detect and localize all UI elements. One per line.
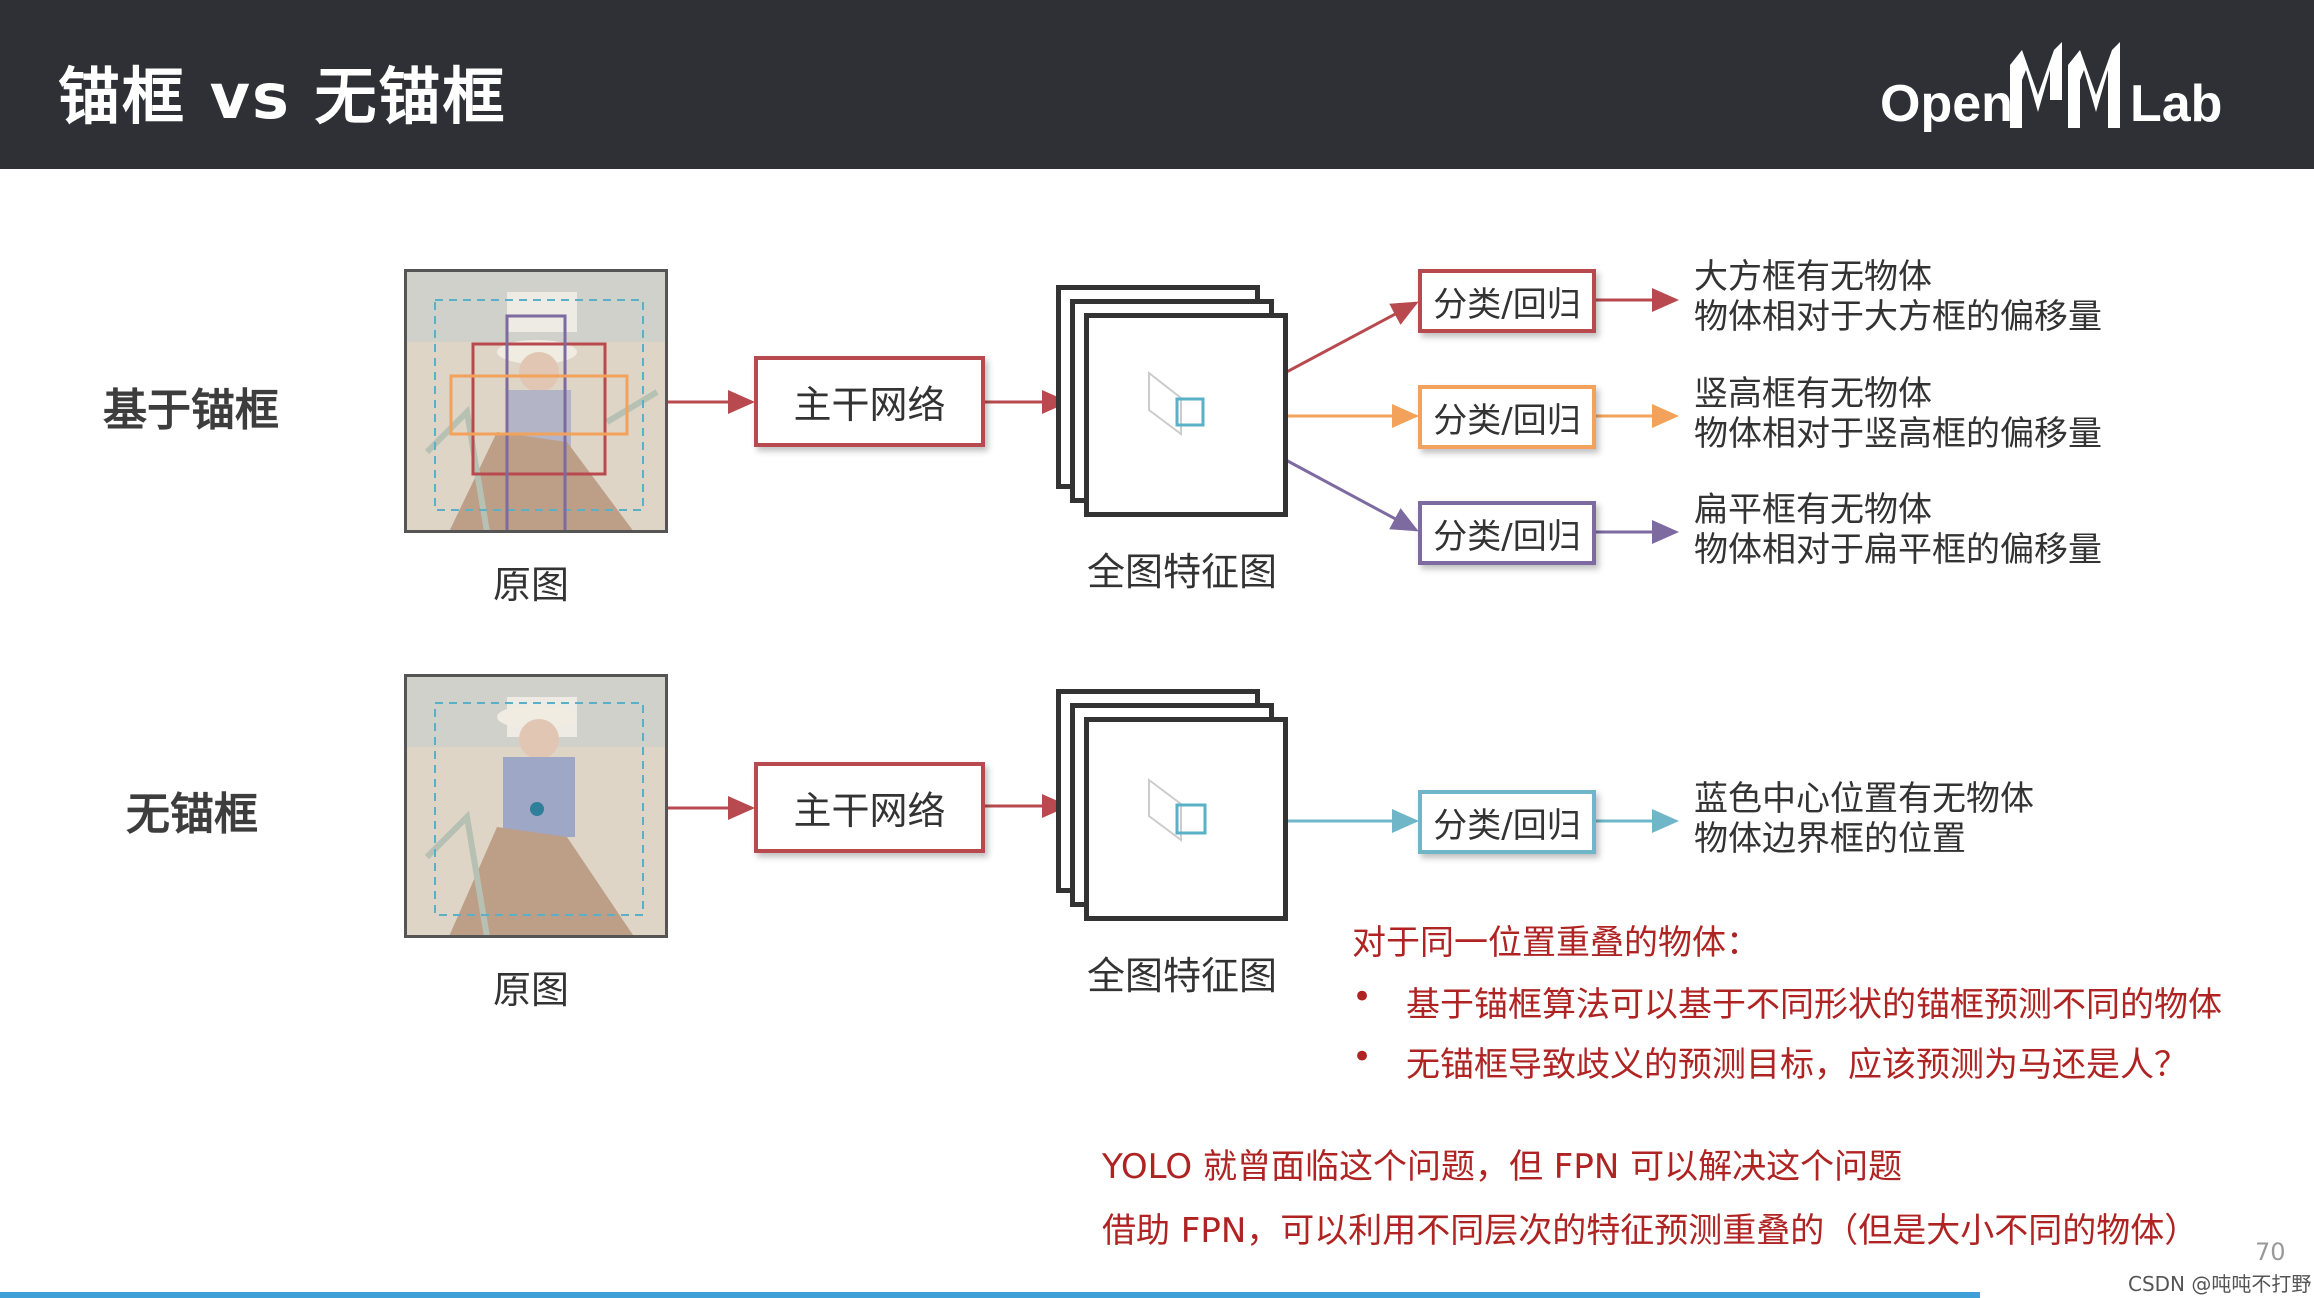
feature-caption-anchor: 全图特征图 — [1087, 550, 1278, 594]
head-desc-blue: 蓝色中心位置有无物体 物体边界框的位置 — [1694, 779, 2034, 859]
head-desc-blue-line1: 蓝色中心位置有无物体 — [1694, 779, 2034, 819]
head-desc-orange: 竖高框有无物体 物体相对于竖高框的偏移量 — [1694, 374, 2102, 454]
logo-text-open: Open — [1880, 75, 2013, 133]
overlap-note-heading: 对于同一位置重叠的物体： — [1352, 923, 1760, 963]
row-label-anchor-based: 基于锚框 — [103, 385, 279, 436]
head-desc-purple-line1: 扁平框有无物体 — [1694, 490, 1932, 530]
fpn-note: 借助 FPN，可以利用不同层次的特征预测重叠的（但是大小不同的物体） — [1102, 1211, 2199, 1251]
head-desc-red: 大方框有无物体 物体相对于大方框的偏移量 — [1694, 257, 2102, 337]
head-desc-red-line2: 物体相对于大方框的偏移量 — [1694, 297, 2102, 337]
footer-progress-bar — [0, 1292, 1980, 1298]
slide-title: 锚框 vs 无锚框 — [58, 60, 507, 133]
head-desc-purple-line2: 物体相对于扁平框的偏移量 — [1694, 530, 2102, 570]
note-bullet-2: 无锚框导致歧义的预测目标，应该预测为马还是人？ — [1406, 1045, 2188, 1085]
cowboy-photo-illustration — [407, 272, 665, 530]
head-desc-orange-line1: 竖高框有无物体 — [1694, 374, 1932, 414]
original-image-anchor — [404, 269, 668, 533]
head-desc-blue-line2: 物体边界框的位置 — [1694, 819, 1966, 859]
bullet-dot-2: • — [1352, 1037, 1373, 1077]
bullet-dot-1: • — [1352, 977, 1373, 1017]
feature-cell-icon-b — [1148, 778, 1207, 842]
feature-map-layer-3 — [1084, 313, 1288, 517]
head-desc-purple: 扁平框有无物体 物体相对于扁平框的偏移量 — [1694, 490, 2102, 570]
backbone-box-anchor: 主干网络 — [754, 356, 985, 447]
cowboy-photo-illustration-2 — [407, 677, 665, 935]
header-bar: 锚框 vs 无锚框 Open Lab — [0, 0, 2314, 169]
page-number: 70 — [2255, 1238, 2286, 1266]
backbone-box-anchorfree: 主干网络 — [754, 762, 985, 853]
image-caption-anchorfree: 原图 — [493, 968, 570, 1012]
head-box-orange: 分类/回归 — [1418, 385, 1596, 449]
original-image-anchorfree — [404, 674, 668, 938]
head-box-blue: 分类/回归 — [1418, 790, 1596, 854]
head-box-red: 分类/回归 — [1418, 269, 1596, 333]
head-desc-orange-line2: 物体相对于竖高框的偏移量 — [1694, 414, 2102, 454]
feature-caption-anchorfree: 全图特征图 — [1087, 954, 1278, 998]
yolo-note: YOLO 就曾面临这个问题，但 FPN 可以解决这个问题 — [1102, 1147, 1903, 1187]
head-desc-red-line1: 大方框有无物体 — [1694, 257, 1932, 297]
slide-body: 基于锚框 原图 主干网络 全图特征图 分类/回归 — [0, 169, 2314, 1298]
image-caption-anchor: 原图 — [493, 563, 570, 607]
csdn-watermark: CSDN @吨吨不打野 — [2128, 1272, 2312, 1296]
row-label-anchor-free: 无锚框 — [126, 789, 258, 840]
feature-map-layer-3b — [1084, 717, 1288, 921]
logo-mm-icon — [2010, 42, 2120, 128]
note-bullet-1: 基于锚框算法可以基于不同形状的锚框预测不同的物体 — [1406, 985, 2222, 1025]
head-box-purple: 分类/回归 — [1418, 501, 1596, 565]
logo-text-lab: Lab — [2130, 75, 2223, 133]
feature-cell-icon — [1148, 370, 1205, 436]
